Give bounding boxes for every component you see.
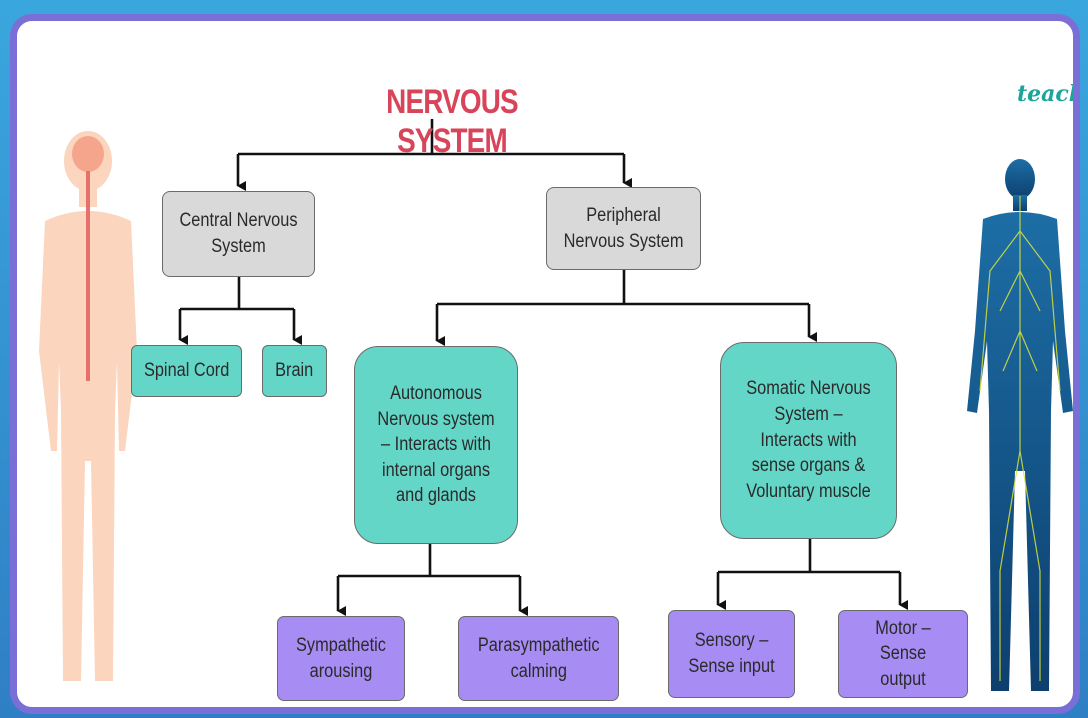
node-brain: Brain <box>262 345 327 397</box>
node-spinal-cord: Spinal Cord <box>131 345 242 397</box>
node-label: Autonomous Nervous system – Interacts wi… <box>377 382 495 507</box>
node-label: Spinal Cord <box>143 360 230 382</box>
node-somatic-nervous-system: Somatic Nervous System – Interacts with … <box>720 342 897 539</box>
node-sympathetic: Sympathetic arousing <box>277 616 405 701</box>
node-motor: Motor – Sense output <box>838 610 968 698</box>
diagram-title: NERVOUS SYSTEM <box>386 83 518 160</box>
node-label: Sympathetic arousing <box>296 634 386 682</box>
teachoo-logo: teachoo <box>1017 81 1073 107</box>
node-label: Parasympathetic calming <box>477 634 600 682</box>
node-label: Somatic Nervous System – Interacts with … <box>746 378 871 502</box>
node-label: Central Nervous System <box>179 210 298 257</box>
node-label: Sensory – Sense input <box>688 630 775 677</box>
node-autonomous-nervous-system: Autonomous Nervous system – Interacts wi… <box>354 346 518 544</box>
diagram-card: NERVOUS SYSTEM teachoo Central Nervous S… <box>10 14 1080 714</box>
spinal-cord-icon <box>86 171 90 381</box>
node-peripheral-nervous-system: Peripheral Nervous System <box>546 187 701 270</box>
node-parasympathetic: Parasympathetic calming <box>458 616 619 701</box>
connector-lines <box>178 119 908 616</box>
nerve-network-human-figure-icon <box>967 159 1073 691</box>
node-sensory: Sensory – Sense input <box>668 610 795 698</box>
node-label: Brain <box>275 360 314 382</box>
node-label: Motor – Sense output <box>875 617 931 690</box>
cns-human-figure-icon <box>39 131 137 681</box>
node-label: Peripheral Nervous System <box>563 204 684 252</box>
brain-icon <box>72 136 104 172</box>
node-central-nervous-system: Central Nervous System <box>162 191 315 277</box>
